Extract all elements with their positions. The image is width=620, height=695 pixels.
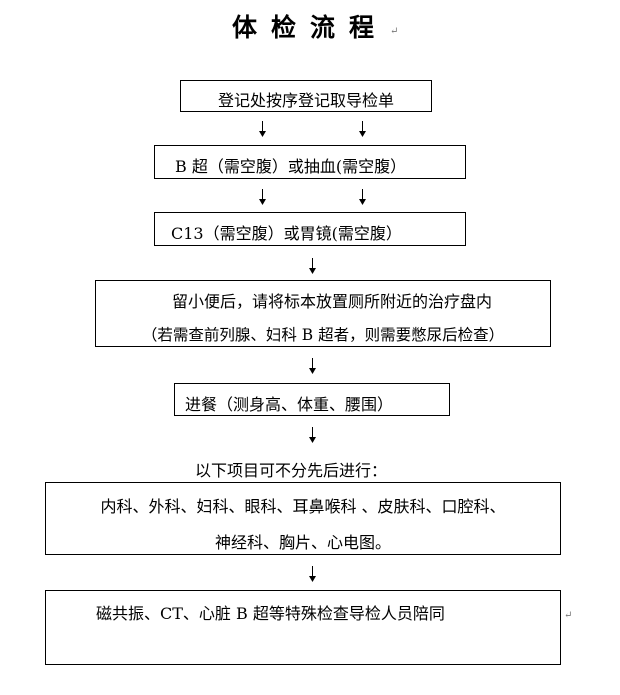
step-4-line-2: （若需查前列腺、妇科 B 超者，则需要憋尿后检查）: [141, 326, 505, 344]
step-1-box: 登记处按序登记取导检单: [180, 80, 432, 112]
step-6-line-2: 神经科、胸片、心电图。: [214, 533, 391, 552]
page-title: 体检流程: [231, 13, 388, 42]
arrow-down-icon: [308, 258, 317, 274]
arrow-down-icon: [308, 358, 317, 374]
step-7-label: 磁共振、CT、心脏 B 超等特殊检查导检人员陪同: [96, 604, 445, 623]
arrow-down-icon: [308, 566, 317, 582]
step-6-box: 内科、外科、妇科、眼科、耳鼻喉科 、皮肤科、口腔科、 神经科、胸片、心电图。: [45, 482, 561, 555]
step-6-caption: 以下项目可不分先后进行：: [195, 461, 388, 480]
step-2-label: B 超（需空腹）或抽血(需空腹）: [175, 157, 407, 176]
arrow-down-icon: [358, 189, 367, 205]
step-7-box: 磁共振、CT、心脏 B 超等特殊检查导检人员陪同: [45, 590, 561, 665]
step-4-box: 留小便后，请将标本放置厕所附近的治疗盘内 （若需查前列腺、妇科 B 超者，则需要…: [95, 280, 551, 347]
step-5-label: 进餐（测身高、体重、腰围）: [185, 395, 394, 414]
arrow-down-icon: [358, 121, 367, 137]
arrow-down-icon: [308, 427, 317, 443]
step-4-line-1: 留小便后，请将标本放置厕所附近的治疗盘内: [171, 292, 492, 311]
step-3-label: C13（需空腹）或胃镜(需空腹）: [171, 224, 402, 243]
arrow-down-icon: [258, 121, 267, 137]
step-2-box: B 超（需空腹）或抽血(需空腹）: [154, 145, 466, 179]
paragraph-mark-icon: ↵: [564, 610, 573, 621]
arrow-down-icon: [258, 189, 267, 205]
step-3-box: C13（需空腹）或胃镜(需空腹）: [154, 212, 466, 246]
step-6-line-1: 内科、外科、妇科、眼科、耳鼻喉科 、皮肤科、口腔科、: [100, 497, 506, 516]
paragraph-mark-icon: ↵: [390, 26, 399, 37]
step-1-label: 登记处按序登记取导检单: [217, 91, 394, 110]
step-5-box: 进餐（测身高、体重、腰围）: [174, 383, 450, 416]
